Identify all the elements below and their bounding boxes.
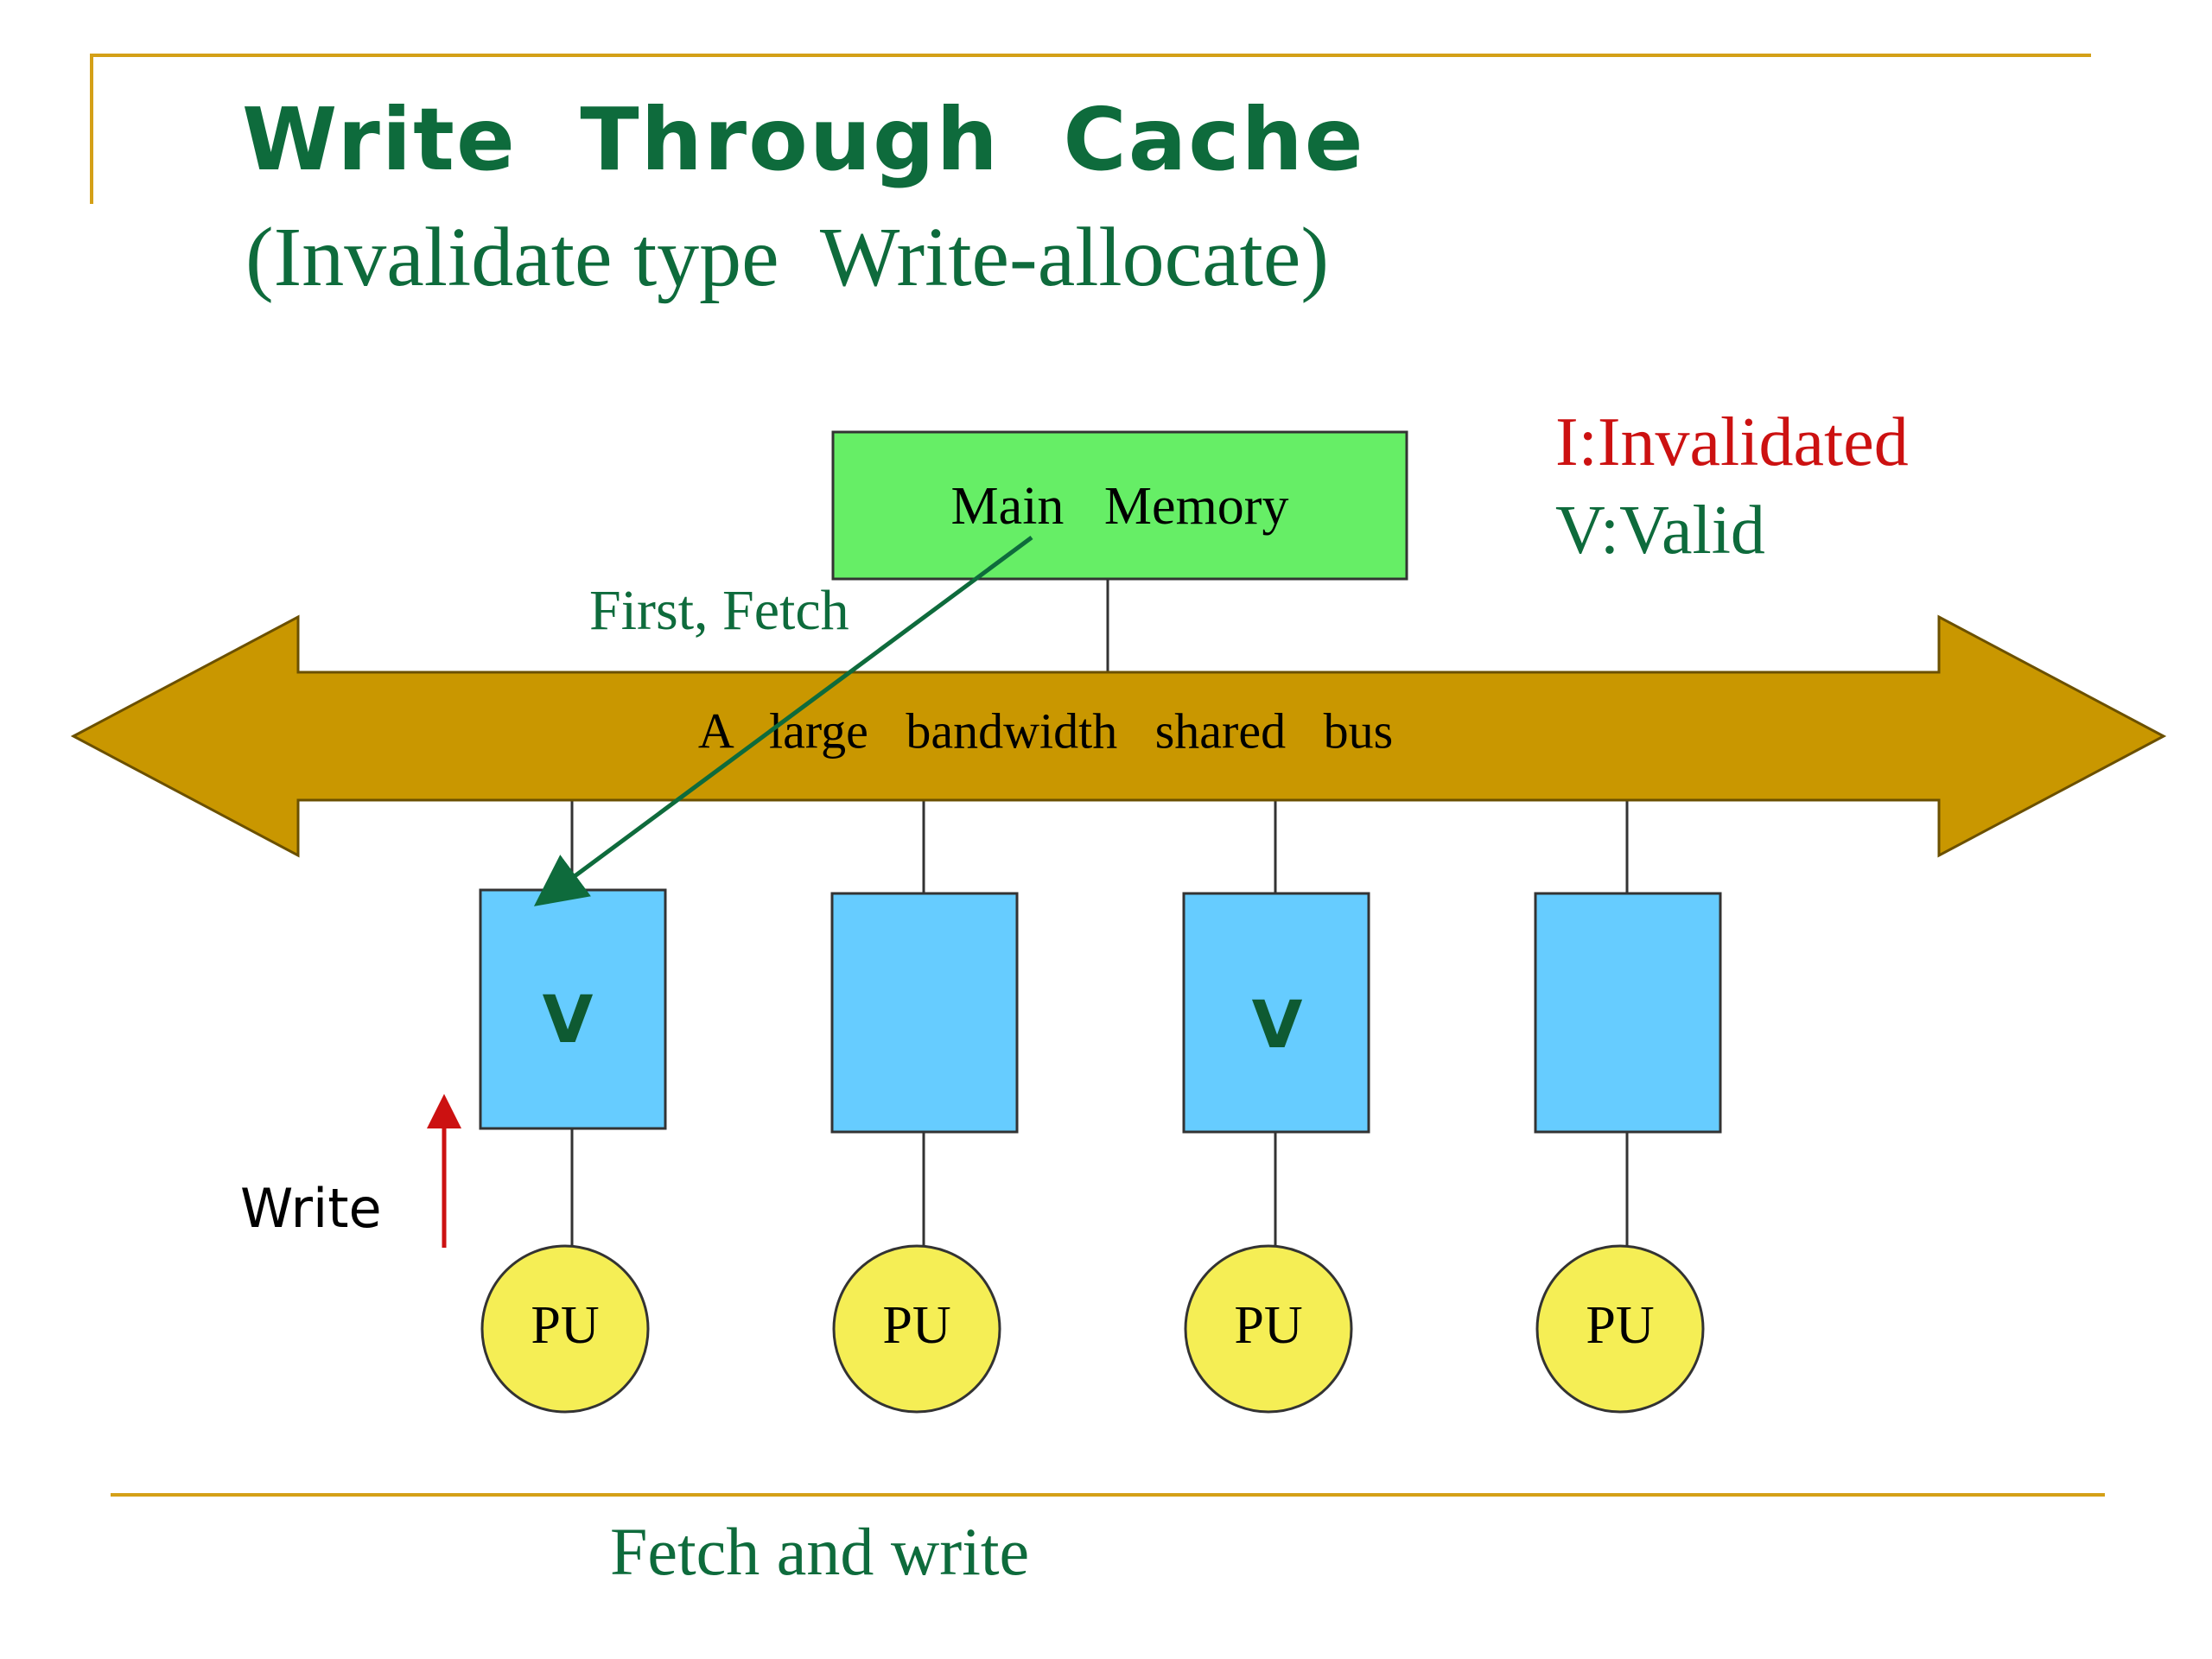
legend-valid: V:Valid: [1555, 493, 1765, 569]
pu-4: PU: [1535, 1244, 1705, 1414]
memory-label: Main Memory: [951, 477, 1289, 536]
cache-1: V: [479, 888, 667, 1130]
fetch-annotation: First, Fetch: [589, 579, 849, 642]
pu-label: PU: [882, 1296, 950, 1355]
main-memory: Main Memory: [831, 430, 1408, 581]
pu-1: PU: [480, 1244, 650, 1414]
bus-arrow-shape: [70, 614, 2167, 858]
pu-3: PU: [1184, 1244, 1353, 1414]
pu-2: PU: [832, 1244, 1001, 1414]
header-rule: [90, 54, 2091, 204]
footer-caption: Fetch and write: [610, 1514, 1029, 1589]
cache-state: V: [543, 981, 594, 1058]
cache-4: [1534, 892, 1722, 1134]
bus-label: A large bandwidth shared bus: [698, 702, 1393, 759]
slide-subtitle: (Invalidate type Write-allocate): [245, 211, 1329, 304]
slide-title: Write Through Cache: [242, 89, 1365, 190]
fetch-arrow: [533, 535, 1033, 906]
pu-label: PU: [1586, 1296, 1654, 1355]
write-annotation: Write: [240, 1177, 382, 1240]
cache-3: V: [1182, 892, 1370, 1134]
shared-bus: A large bandwidth shared bus: [70, 614, 2167, 858]
connectors: [570, 579, 1629, 1246]
pu-label: PU: [531, 1296, 599, 1355]
legend-invalidated: I:Invalidated: [1555, 404, 1909, 480]
cache-state: V: [1252, 986, 1303, 1063]
cache-2: [830, 892, 1019, 1134]
pu-label: PU: [1234, 1296, 1302, 1355]
